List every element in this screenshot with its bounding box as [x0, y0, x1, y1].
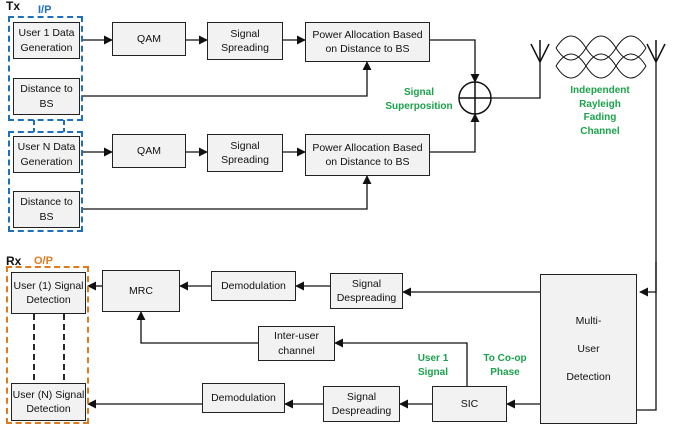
demodulation-block-bottom: Demodulation	[202, 383, 285, 413]
userN-signal-detection-block: User (N) Signal Detection	[11, 383, 86, 421]
multi-user-detection-block: Multi- User Detection	[540, 274, 637, 424]
despreading-block-top: Signal Despreading	[330, 273, 403, 309]
input-group-user1	[8, 16, 83, 121]
input-label: I/P	[38, 4, 52, 16]
input-group-links	[33, 120, 65, 132]
user-ellipsis-lines	[33, 314, 65, 383]
tx-header: Tx	[6, 0, 21, 13]
sic-block: SIC	[432, 386, 507, 422]
output-label: O/P	[34, 255, 53, 267]
qam-block-userN: QAM	[112, 134, 186, 168]
user1-distance-block: Distance to BS	[13, 78, 80, 115]
fading-wave-icon	[555, 35, 647, 79]
user1-signal-label: User 1 Signal	[417, 353, 449, 378]
rx-header: Rx	[6, 254, 22, 268]
spreading-block-user1: Signal Spreading	[207, 22, 283, 60]
demodulation-block-top: Demodulation	[211, 271, 296, 301]
despreading-block-bottom: Signal Despreading	[323, 386, 400, 422]
user1-signal-detection-block: User (1) Signal Detection	[11, 272, 86, 314]
userN-data-generation-block: User N Data Generation	[13, 136, 80, 173]
power-allocation-block-user1: Power Allocation Based on Distance to BS	[305, 22, 430, 62]
qam-block-user1: QAM	[112, 22, 186, 56]
userN-distance-block: Distance to BS	[13, 191, 80, 228]
spreading-block-userN: Signal Spreading	[207, 134, 283, 172]
user1-data-generation-block: User 1 Data Generation	[13, 22, 80, 59]
input-group-userN	[8, 131, 83, 232]
output-group	[6, 266, 89, 424]
tx-antenna-icon	[530, 40, 550, 63]
sum-junction	[458, 81, 492, 115]
signal-superposition-label: Signal Superposition	[385, 87, 453, 112]
coop-phase-label: To Co-op Phase	[483, 353, 527, 378]
rx-antenna-icon	[646, 40, 666, 63]
inter-user-channel-block: Inter-user channel	[258, 326, 335, 361]
mrc-block: MRC	[102, 270, 180, 312]
power-allocation-block-userN: Power Allocation Based on Distance to BS	[305, 134, 430, 176]
channel-label: Independent Rayleigh Fading Channel	[570, 85, 630, 137]
